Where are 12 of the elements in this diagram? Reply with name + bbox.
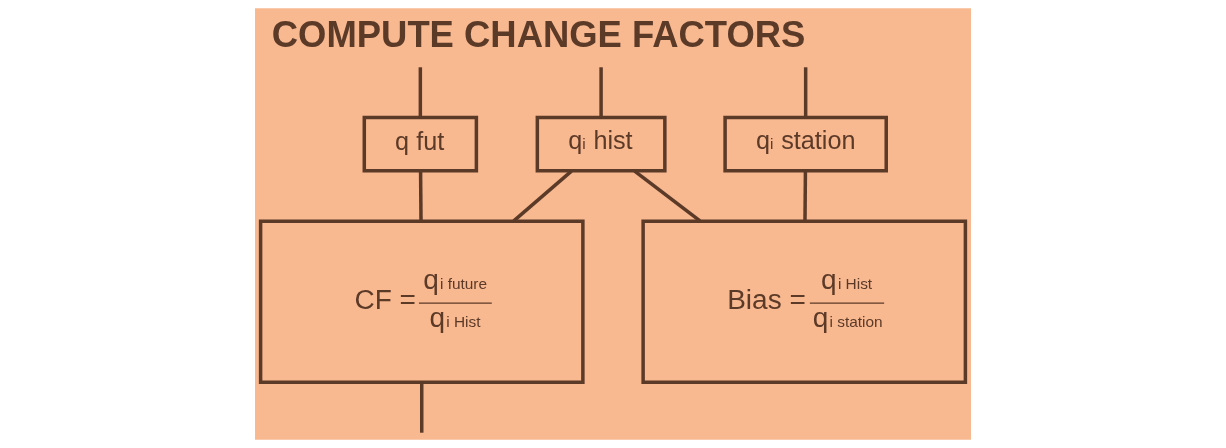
connector <box>803 67 808 118</box>
connector <box>512 169 573 223</box>
node-box: q fut <box>362 115 479 173</box>
connector <box>599 67 603 118</box>
connector <box>803 171 808 221</box>
connector <box>418 67 423 118</box>
node-box: qi hist <box>535 115 667 173</box>
diagram-title: COMPUTE CHANGE FACTORS <box>271 14 806 56</box>
connector <box>418 171 423 221</box>
connector <box>420 382 424 433</box>
node-box: qi station <box>723 115 888 173</box>
connector <box>633 169 702 223</box>
